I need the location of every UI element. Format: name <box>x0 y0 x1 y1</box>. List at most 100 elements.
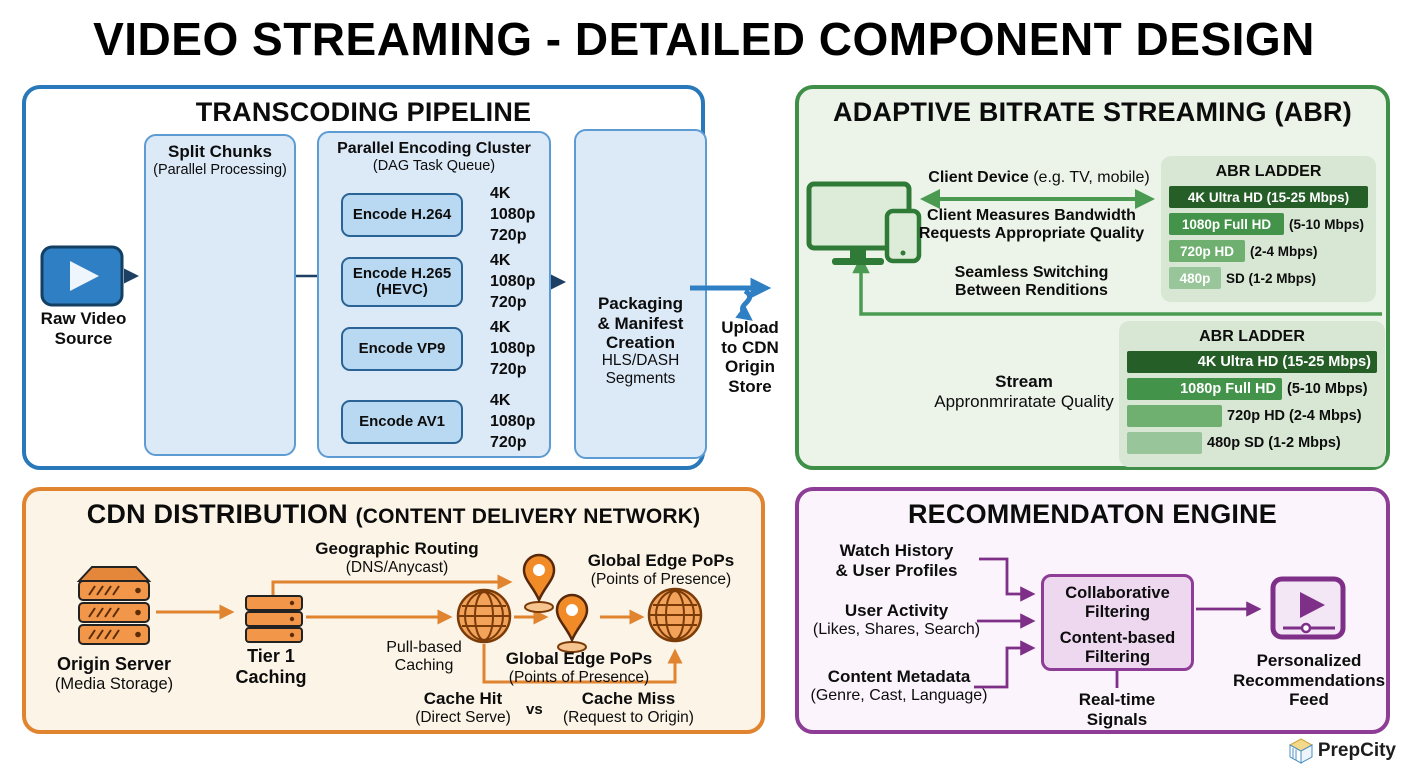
cube-icon <box>1288 738 1313 764</box>
packaging-subtitle: HLS/DASH Segments <box>601 352 680 387</box>
seamless-switching-label: Seamless Switching Between Renditions <box>954 264 1109 300</box>
ladder-row: 4K Ultra HD (15-25 Mbps) <box>1169 186 1368 208</box>
abr-ladder-bottom: ABR LADDER 4K Ultra HD (15-25 Mbps) 1080… <box>1119 321 1385 467</box>
ladder-suffix: SD (1-2 Mbps) <box>1226 270 1317 286</box>
ladder-row: 1080p Full HD (5-10 Mbps) <box>1127 378 1377 400</box>
ladder-row: 720p HD (2-4 Mbps) <box>1127 405 1377 427</box>
cache-hit-bold: Cache Hit <box>423 689 503 708</box>
packaging-panel <box>574 129 707 459</box>
video-player-icon <box>1270 576 1346 640</box>
client-device-rest: (e.g. TV, mobile) <box>1028 169 1150 186</box>
encoder-vp9: Encode VP9 <box>341 327 463 371</box>
encoding-cluster-subtitle: (DAG Task Queue) <box>372 157 496 174</box>
ladder-bar-1080p: 1080p Full HD <box>1127 378 1282 400</box>
split-chunks-title: Split Chunks <box>168 142 272 161</box>
cache-hit-label: Cache Hit (Direct Serve) <box>403 689 523 726</box>
raw-video-icon <box>40 245 124 307</box>
ladder-row: 1080p Full HD (5-10 Mbps) <box>1169 213 1368 235</box>
stream-rest: Appronmriratate Quality <box>934 391 1114 411</box>
abr-title: ADAPTIVE BITRATE STREAMING (ABR) <box>833 97 1352 127</box>
cache-miss-bold: Cache Miss <box>581 689 676 708</box>
origin-server-label: Origin Server (Media Storage) <box>34 654 194 694</box>
encoder-av1: Encode AV1 <box>341 400 463 444</box>
split-chunks-panel: Split Chunks (Parallel Processing) <box>144 134 296 456</box>
pops-top-bold: Global Edge PoPs <box>587 551 735 570</box>
ladder-row: 480p SD (1-2 Mbps) <box>1127 432 1377 454</box>
output-label: 4K <box>490 252 511 269</box>
upload-label: Upload to CDN Origin Store <box>721 318 779 396</box>
abr-ladder-top: ABR LADDER 4K Ultra HD (15-25 Mbps) 1080… <box>1161 156 1376 302</box>
vs-label: vs <box>526 701 543 718</box>
ladder-bar-4k: 4K Ultra HD (15-25 Mbps) <box>1127 351 1377 373</box>
ladder-row: 720p HD (2-4 Mbps) <box>1169 240 1368 262</box>
encoder-h265: Encode H.265 (HEVC) <box>341 257 463 307</box>
tv-icon <box>806 181 912 265</box>
geo-routing-sub: (DNS/Anycast) <box>345 558 449 576</box>
recommendation-title: RECOMMENDATON ENGINE <box>907 499 1277 529</box>
content-metadata-bold: Content Metadata <box>827 667 971 686</box>
cache-hit-sub: (Direct Serve) <box>415 708 511 726</box>
ladder-bar-4k: 4K Ultra HD (15-25 Mbps) <box>1169 186 1368 208</box>
ladder-bar-480p: 480p <box>1169 267 1221 289</box>
pops-bottom-bold: Global Edge PoPs <box>505 649 653 668</box>
cdn-title: CDN DISTRIBUTION (CONTENT DELIVERY NETWO… <box>26 499 761 530</box>
ladder-bar-1080p: 1080p Full HD <box>1169 213 1284 235</box>
ladder-bar-480p <box>1127 432 1202 454</box>
client-measures-label: Client Measures Bandwidth Requests Appro… <box>918 207 1145 243</box>
user-activity-label: User Activity (Likes, Shares, Search) <box>809 601 984 639</box>
cache-miss-label: Cache Miss (Request to Origin) <box>546 689 711 726</box>
abr-ladder-bottom-title: ABR LADDER <box>1199 328 1305 345</box>
arrow-geo-routing <box>271 574 513 595</box>
split-chunks-subtitle: (Parallel Processing) <box>153 161 287 178</box>
arrow-watch-history <box>979 557 1036 602</box>
origin-server-icon <box>76 566 152 645</box>
output-label: 720p <box>490 227 527 244</box>
pops-bottom-sub: (Points of Presence) <box>508 668 650 686</box>
stream-quality-label: Stream Appronmriratate Quality <box>914 372 1134 411</box>
output-label: 4K <box>490 185 511 202</box>
client-device-bold: Client Device <box>928 169 1029 186</box>
personalized-feed-label: Personalized Recommendations Feed <box>1232 651 1386 710</box>
location-pin-icon <box>555 593 589 653</box>
client-device-label: Client Device (e.g. TV, mobile) <box>919 169 1159 187</box>
stream-bold: Stream <box>995 372 1053 391</box>
ladder-suffix: (2-4 Mbps) <box>1250 243 1318 259</box>
output-label: 1080p <box>490 340 536 357</box>
content-based-filtering-label: Content-based Filtering <box>1059 628 1176 666</box>
ladder-suffix: (5-10 Mbps) <box>1287 381 1368 397</box>
ladder-row: 4K Ultra HD (15-25 Mbps) <box>1127 351 1377 373</box>
upload-curved-down-arrow-icon <box>735 288 753 321</box>
encoder-h264: Encode H.264 <box>341 193 463 237</box>
cdn-title-sub: (CONTENT DELIVERY NETWORK) <box>355 505 701 528</box>
collaborative-filtering-label: Collaborative Filtering <box>1065 584 1170 621</box>
cache-miss-sub: (Request to Origin) <box>563 708 694 726</box>
origin-server-bold: Origin Server <box>56 654 172 674</box>
transcoding-title: TRANSCODING PIPELINE <box>195 97 532 127</box>
geographic-routing-label: Geographic Routing (DNS/Anycast) <box>302 539 492 576</box>
location-pin-icon <box>522 553 556 613</box>
edge-globe-icon <box>647 587 703 643</box>
prepcity-logo: PrepCity <box>1288 738 1396 764</box>
abr-panel: ADAPTIVE BITRATE STREAMING (ABR) Client … <box>795 85 1390 470</box>
global-edge-pops-top-label: Global Edge PoPs (Points of Presence) <box>561 551 761 588</box>
user-activity-bold: User Activity <box>844 601 949 620</box>
realtime-signals-label: Real-time Signals <box>1078 690 1156 729</box>
tier1-caching-icon <box>245 595 303 643</box>
output-label: 4K <box>490 392 511 409</box>
ladder-suffix: 480p SD (1-2 Mbps) <box>1207 435 1341 451</box>
user-activity-sub: (Likes, Shares, Search) <box>812 620 981 638</box>
tier1-caching-label: Tier 1 Caching <box>235 646 307 687</box>
pull-based-caching-label: Pull-based Caching <box>386 639 462 675</box>
content-metadata-label: Content Metadata (Genre, Cast, Language) <box>804 667 994 705</box>
page-title: VIDEO STREAMING - DETAILED COMPONENT DES… <box>93 13 1315 65</box>
pops-top-sub: (Points of Presence) <box>590 570 732 588</box>
output-label: 1080p <box>490 273 536 290</box>
cdn-title-main: CDN DISTRIBUTION <box>86 499 356 529</box>
geo-routing-bold: Geographic Routing <box>315 539 479 558</box>
prepcity-logo-text: PrepCity <box>1317 740 1396 761</box>
ladder-bar-720p <box>1127 405 1222 427</box>
ladder-suffix: 720p HD (2-4 Mbps) <box>1227 408 1362 424</box>
watch-history-label: Watch History & User Profiles <box>835 541 958 580</box>
filtering-box: Collaborative Filtering Content-based Fi… <box>1041 574 1194 671</box>
origin-server-sub: (Media Storage) <box>54 674 174 693</box>
